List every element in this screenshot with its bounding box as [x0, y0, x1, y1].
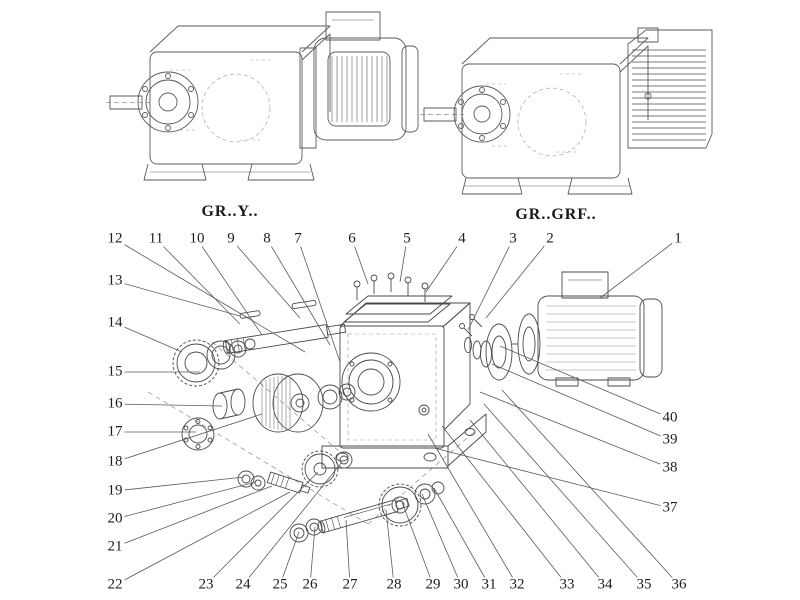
leader-line-29 — [401, 501, 434, 586]
bearing-stack — [172, 338, 256, 451]
leader-line-2 — [485, 238, 551, 319]
exploded-view-drawing — [147, 271, 663, 543]
leader-line-3 — [467, 238, 514, 331]
leader-line-19 — [114, 476, 245, 492]
leader-line-14 — [114, 322, 183, 353]
input-shaft — [222, 299, 347, 354]
leader-line-34 — [469, 419, 606, 586]
leader-line-31 — [433, 487, 490, 586]
leader-line-39 — [491, 363, 671, 441]
leader-line-12 — [114, 238, 306, 353]
leader-line-22 — [114, 491, 291, 586]
figure-gr-grf-drawing — [420, 27, 713, 195]
leader-line-8 — [266, 238, 331, 346]
leader-line-30 — [421, 493, 462, 586]
leader-line-6 — [351, 238, 369, 285]
cover-bolts — [353, 272, 429, 302]
leader-line-18 — [114, 413, 263, 463]
variant-label-gr-grf: GR..GRF.. — [515, 206, 597, 223]
leader-line-11 — [155, 238, 241, 325]
leader-line-7 — [297, 238, 341, 363]
motor — [512, 271, 663, 387]
leader-line-4 — [425, 238, 463, 293]
large-gear — [252, 373, 356, 433]
leader-line-37 — [433, 447, 671, 509]
leader-line-33 — [441, 425, 568, 586]
leader-line-24 — [242, 461, 343, 586]
leader-line-10 — [196, 238, 263, 336]
pinion-cluster — [237, 450, 353, 494]
leader-line-28 — [385, 509, 395, 586]
leader-line-1 — [599, 238, 679, 299]
leader-line-13 — [114, 280, 241, 317]
variant-label-gr-y: GR..Y.. — [201, 203, 259, 220]
leader-line-32 — [427, 433, 518, 586]
leader-line-21 — [114, 485, 273, 548]
leader-line-25 — [279, 531, 300, 586]
leader-line-20 — [114, 481, 257, 520]
leader-line-40 — [499, 345, 671, 419]
output-shaft — [289, 481, 445, 543]
figure-gr-y-drawing — [106, 11, 419, 181]
leader-line-23 — [205, 471, 319, 586]
leader-line-16 — [114, 403, 223, 407]
leader-line-26 — [309, 526, 316, 586]
leader-line-38 — [479, 391, 671, 469]
leader-line-5 — [399, 238, 408, 283]
leader-lines — [114, 238, 680, 586]
leader-line-9 — [230, 238, 301, 319]
gear-housing — [321, 302, 487, 469]
leader-line-35 — [483, 403, 645, 586]
leader-line-27 — [345, 519, 351, 586]
